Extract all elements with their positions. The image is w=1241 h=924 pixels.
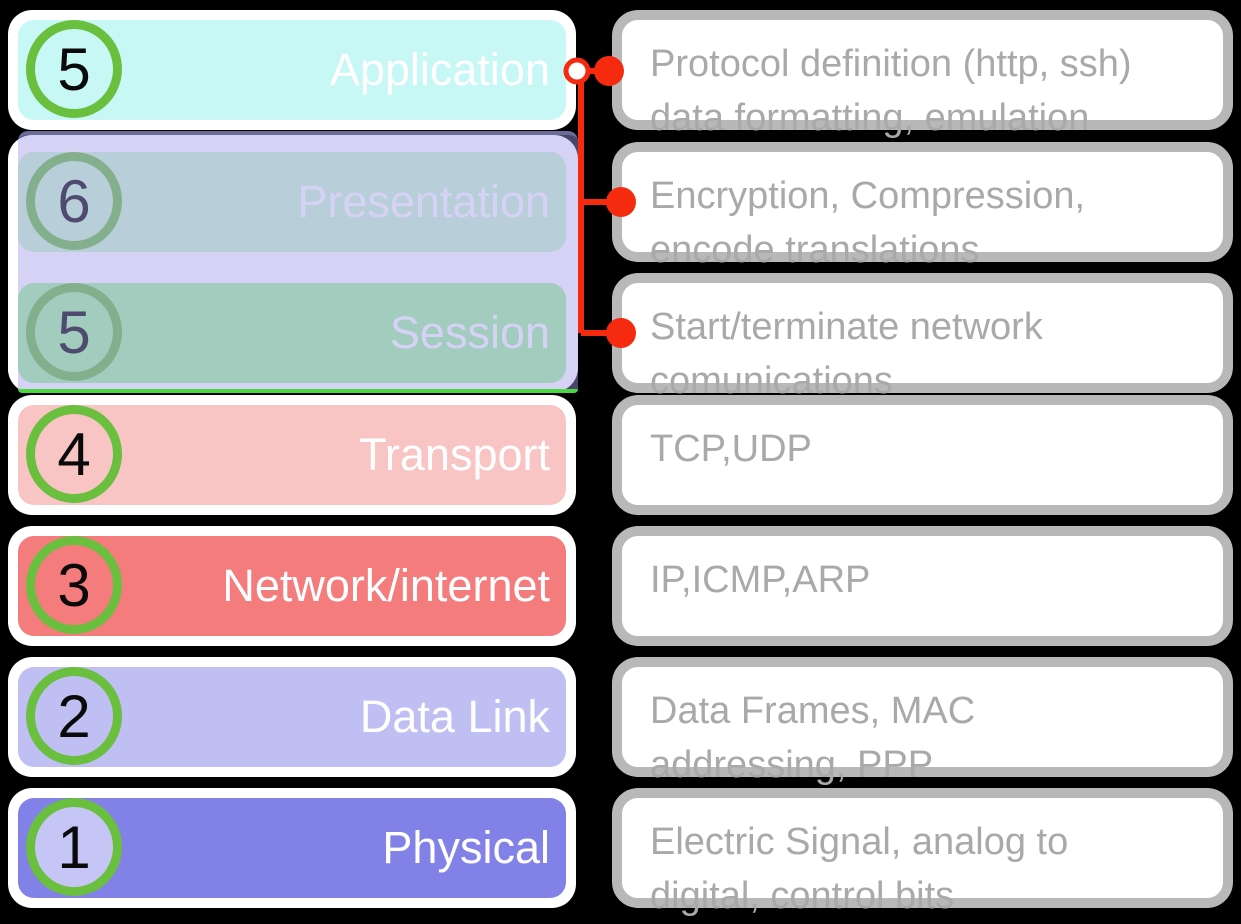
desc-text: Encryption, Compression, encode translat… [650,175,1086,271]
desc-text: Start/terminate network comunications [650,306,1043,402]
layer-label: Session [389,307,550,358]
desc-text: Data Frames, MAC addressing, PPP [650,690,976,786]
layer-label: Network/internet [222,560,550,611]
layer-row-transport: 4 Transport [8,395,576,515]
layer-number: 5 [57,298,91,366]
layer-number-circle-icon: 3 [26,536,122,634]
layer-label: Transport [359,429,550,480]
layer-number-circle-icon: 1 [26,798,122,896]
layer-row-data-link: 2 Data Link [8,657,576,777]
layer-number: 5 [57,35,91,103]
layer-row-physical: 1 Physical [8,788,576,908]
layer-number: 3 [57,551,91,619]
layer-number-circle-icon: 5 [26,283,122,381]
desc-text: IP,ICMP,ARP [650,559,871,601]
layer-number-circle-icon: 2 [26,667,122,765]
layer-number: 1 [57,813,91,881]
desc-box-physical: Electric Signal, analog to digital, cont… [612,788,1233,917]
layer-number-circle-icon: 6 [26,152,122,250]
layer-row-application: 5 Application [8,10,576,130]
layer-label: Physical [382,822,550,873]
layer-number: 2 [57,682,91,750]
layer-label: Application [329,44,550,95]
desc-box-data-link: Data Frames, MAC addressing, PPP [612,657,1233,786]
desc-text: Protocol definition (http, ssh) data for… [650,43,1132,139]
layer-number: 6 [57,167,91,235]
layer-number-circle-icon: 4 [26,405,122,503]
desc-box-presentation: Encryption, Compression, encode translat… [612,142,1233,271]
desc-box-transport: TCP,UDP [612,395,1233,515]
layer-label: Data Link [359,691,550,742]
layer-row-presentation: 6 Presentation [8,142,576,262]
desc-text: TCP,UDP [650,428,812,470]
layer-label: Presentation [297,176,550,227]
layer-row-network-internet: 3 Network/internet [8,526,576,646]
layer-number: 4 [57,420,91,488]
layer-row-session: 5 Session [8,273,576,393]
desc-box-network-internet: IP,ICMP,ARP [612,526,1233,646]
desc-text: Electric Signal, analog to digital, cont… [650,821,1069,917]
desc-box-application: Protocol definition (http, ssh) data for… [612,10,1233,139]
layer-number-circle-icon: 5 [26,20,122,118]
desc-box-session: Start/terminate network comunications [612,273,1233,402]
